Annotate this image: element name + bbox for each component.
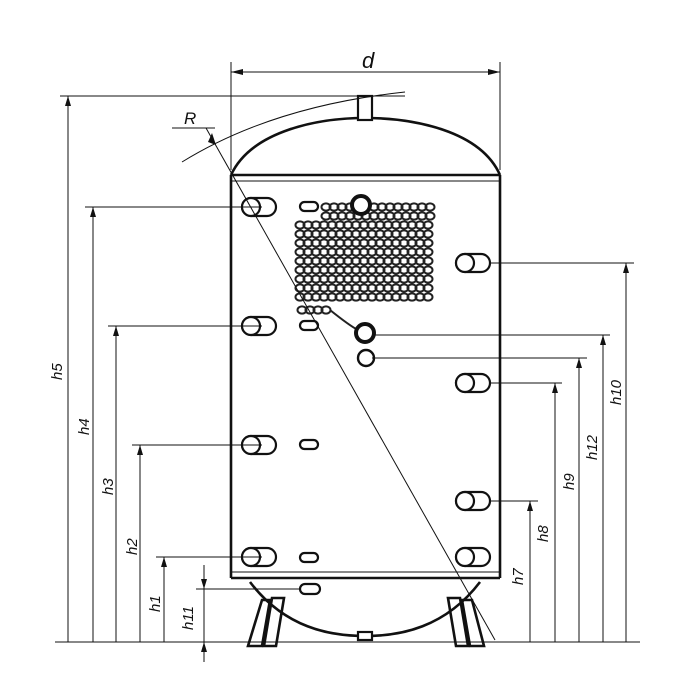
label-R: R — [184, 109, 196, 128]
coil-loop — [422, 229, 434, 239]
label-h9: h9 — [561, 473, 578, 490]
heat-exchanger-coil — [294, 202, 436, 331]
dimension-arrow — [231, 69, 243, 75]
dimension-arrow — [113, 326, 119, 336]
dimension-labels: d R h5 h4 h3 h2 h1 h11 h7 h8 h9 h12 h10 — [49, 48, 625, 630]
dimension-arrow — [161, 557, 167, 567]
label-h3: h3 — [100, 478, 117, 495]
dimension-arrow — [623, 263, 629, 273]
dimension-arrow — [527, 501, 533, 511]
dimension-arrow — [201, 642, 207, 652]
label-d: d — [362, 48, 375, 73]
coil-return-pipe — [329, 309, 359, 331]
label-h5: h5 — [49, 363, 66, 380]
left-leg-inner — [262, 596, 286, 648]
label-h1: h1 — [147, 595, 164, 612]
dimension-arrow — [201, 579, 207, 589]
dimension-arrow — [65, 96, 71, 106]
label-h8: h8 — [535, 525, 552, 542]
right-leg-inner — [460, 598, 486, 648]
top-vent-nozzle — [356, 94, 374, 122]
dimension-arrow — [552, 383, 558, 393]
tank-legs — [246, 596, 486, 648]
coil-loop — [422, 274, 434, 284]
tank-body — [229, 94, 502, 642]
label-h10: h10 — [608, 379, 625, 405]
label-h11: h11 — [180, 606, 197, 630]
right-leg — [446, 596, 470, 648]
coil-loop — [422, 256, 434, 266]
bottom-dome — [248, 581, 482, 638]
coil-loop — [424, 211, 436, 221]
top-dome — [229, 116, 502, 176]
coil-loop — [422, 220, 434, 230]
extra-port — [356, 348, 376, 368]
coil-loop — [422, 283, 434, 293]
label-h2: h2 — [124, 538, 141, 555]
coil-outlet-port — [354, 322, 376, 344]
dimension-arrow — [488, 69, 500, 75]
dimension-arrow — [137, 445, 143, 455]
label-h7: h7 — [510, 568, 527, 585]
dimension-arrow — [90, 207, 96, 217]
coil-loop — [422, 292, 434, 302]
dimension-lines — [55, 62, 640, 662]
dimension-arrow — [600, 335, 606, 345]
label-h12: h12 — [584, 434, 601, 460]
dimension-arrow — [576, 358, 582, 368]
nozzles-left — [240, 196, 278, 568]
coil-loop — [424, 202, 436, 212]
nozzles-right — [454, 252, 492, 568]
coil-loop — [422, 247, 434, 257]
bottom-drain-nozzle — [356, 630, 374, 642]
coil-loop — [422, 238, 434, 248]
coil-loop — [422, 265, 434, 275]
label-h4: h4 — [76, 418, 93, 435]
left-leg — [246, 598, 272, 648]
coil-inlet-port — [350, 194, 372, 216]
